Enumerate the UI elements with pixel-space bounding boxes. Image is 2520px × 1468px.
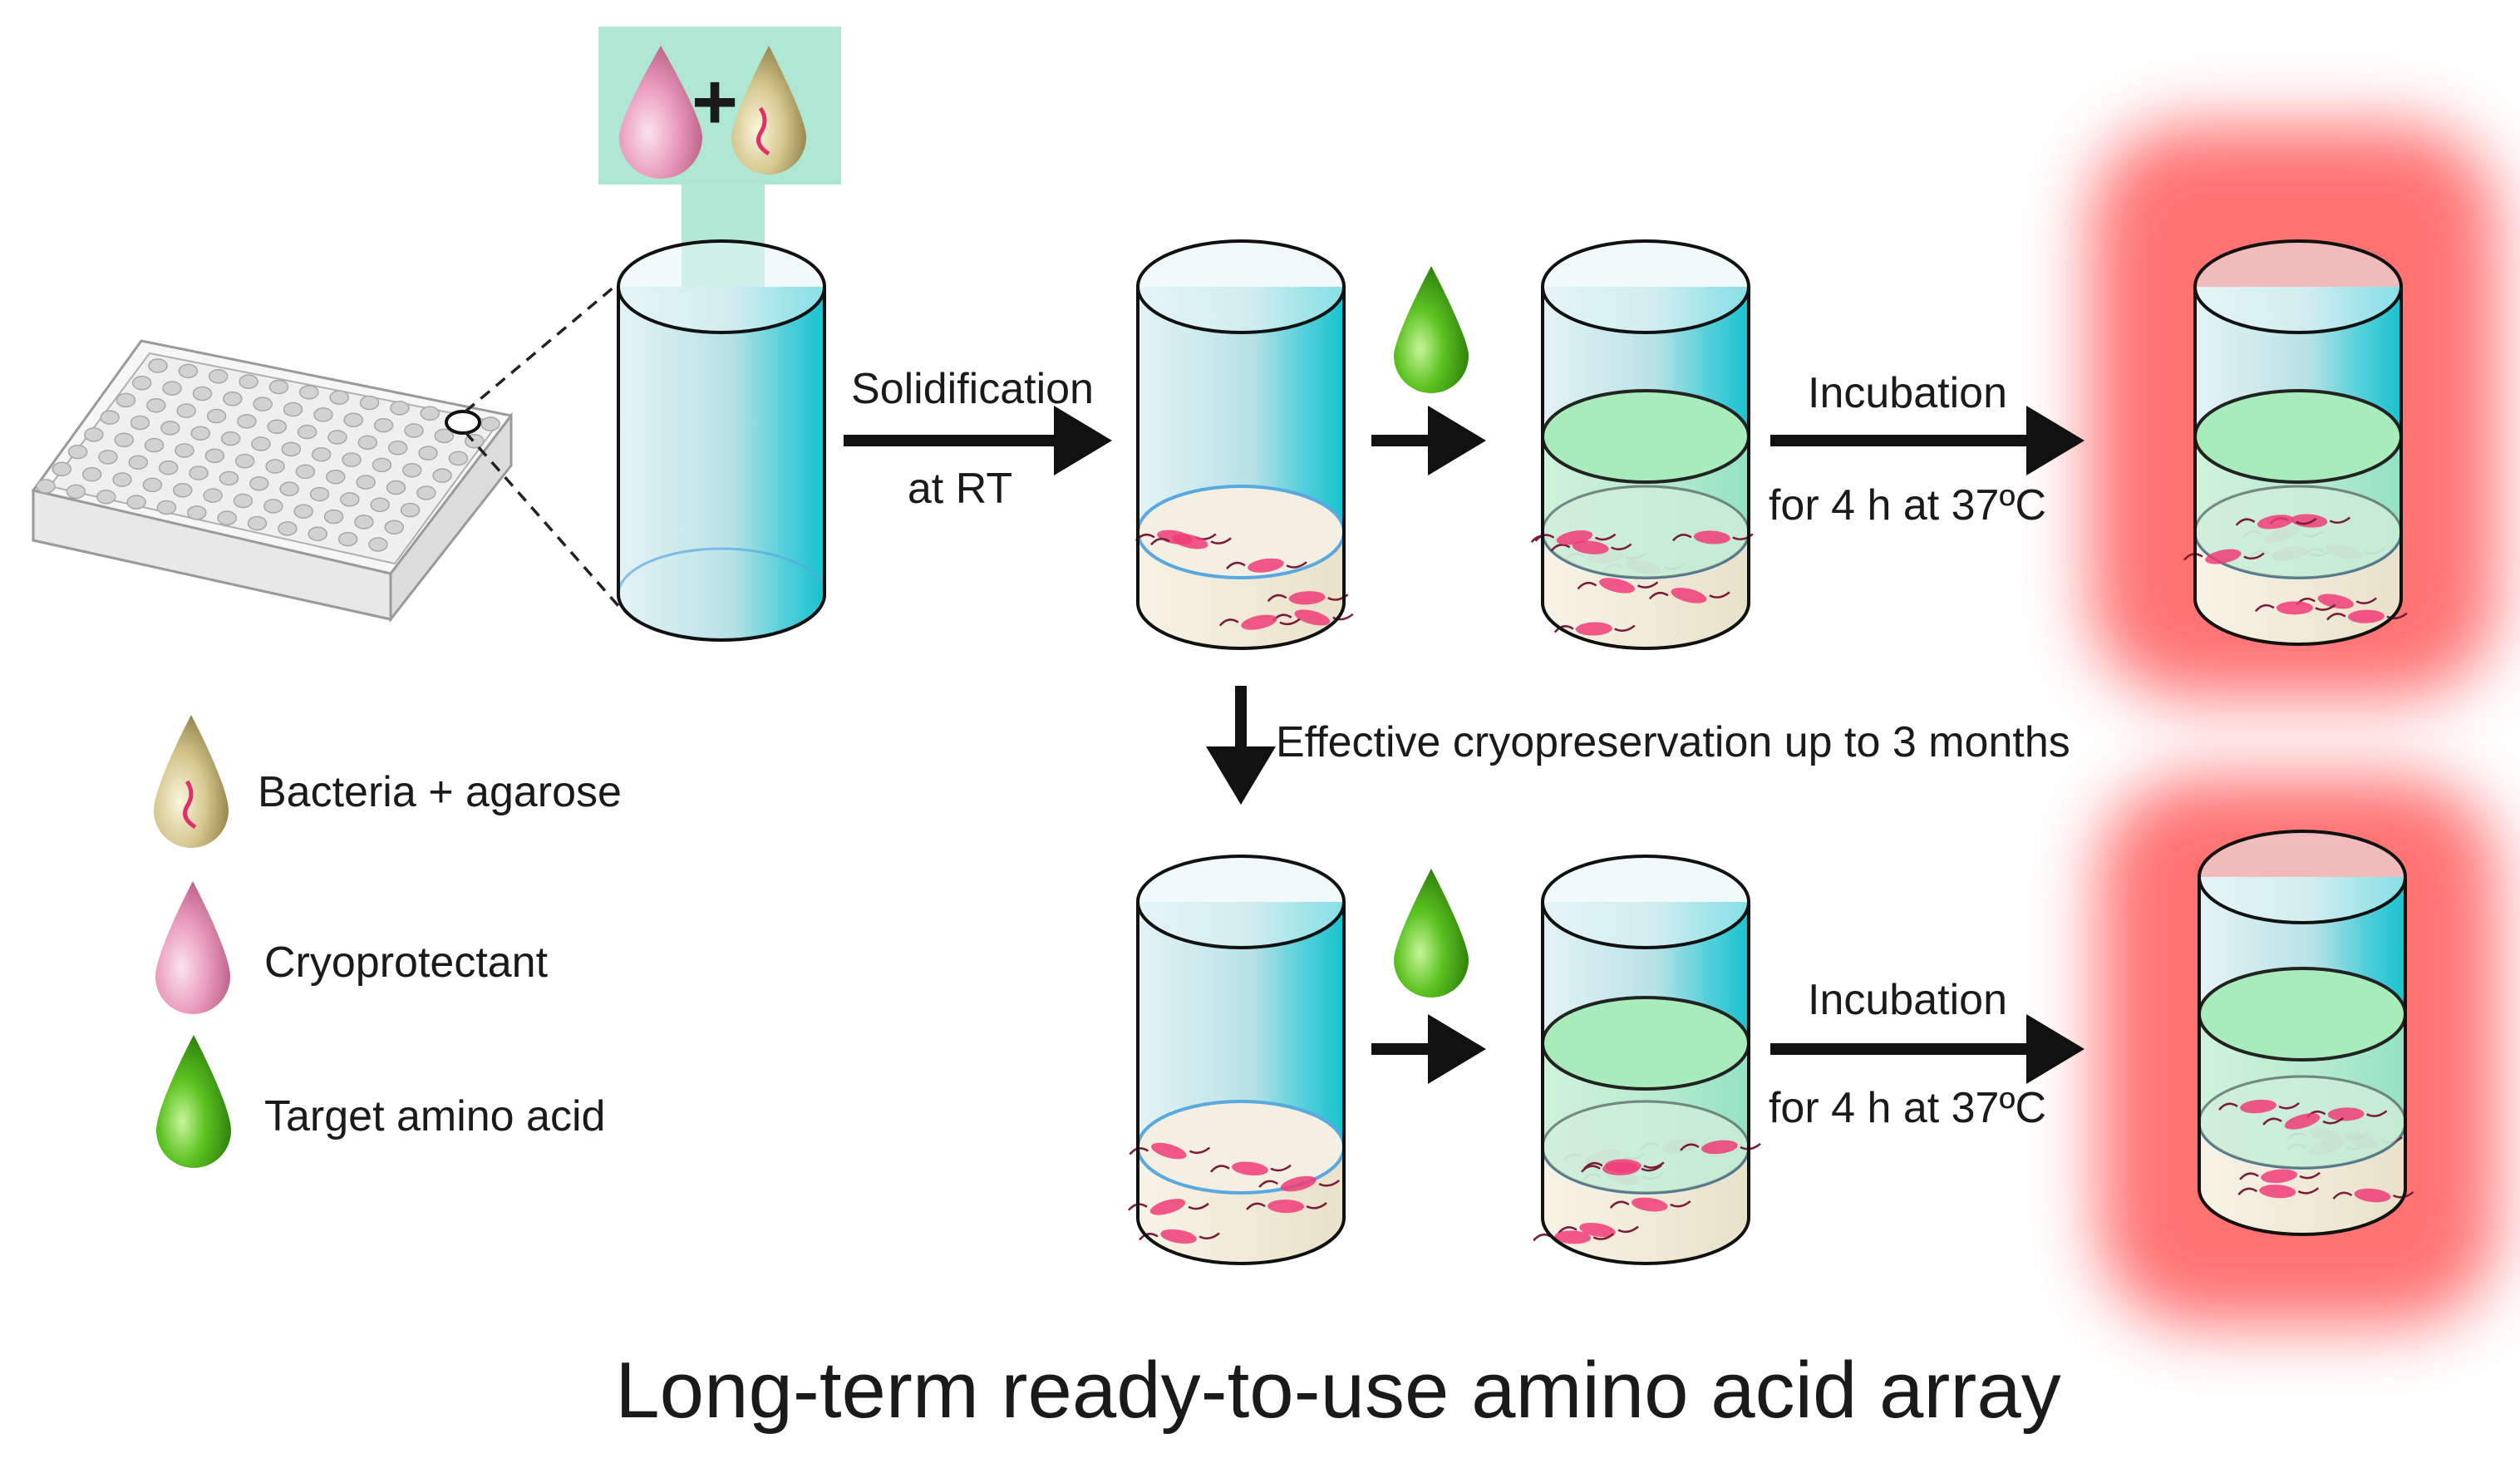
cryoprotectant-drop-icon <box>155 881 230 1014</box>
bacterium <box>1139 1229 1220 1244</box>
solidification-label: Solidification <box>851 365 1094 413</box>
bacterium <box>1558 1222 1639 1238</box>
bacterium <box>2218 1099 2300 1114</box>
bacterium <box>1210 1161 1292 1176</box>
bacterium <box>2262 1113 2344 1130</box>
tube-cryo-amino-acid-added <box>1533 855 1761 1265</box>
tube-incubated-top <box>2183 239 2408 646</box>
bacterium <box>1226 558 1307 573</box>
tube-amino-acid-added <box>1530 239 1754 650</box>
at-rt-label: at RT <box>908 465 1012 513</box>
bacterium <box>2239 1169 2321 1184</box>
bacterium <box>2326 609 2408 623</box>
bacterium <box>1258 1175 1340 1192</box>
zoom-lines <box>464 281 621 608</box>
bacteria-agarose-drop-icon <box>731 46 806 175</box>
tube-incubated-bottom <box>2198 830 2414 1236</box>
bacterium <box>2183 549 2265 564</box>
bacterium <box>2306 1107 2388 1121</box>
legend-label-bacteria-agarose: Bacteria + agarose <box>258 768 622 816</box>
bacterium <box>1553 622 1636 636</box>
amino-acid-drop-icon <box>156 1035 231 1168</box>
well-plate <box>32 339 513 623</box>
incubation-bottom-label: Incubation <box>1808 976 2007 1024</box>
bacterium <box>1577 578 1659 594</box>
bacterium <box>1246 1200 1327 1214</box>
bacterium <box>1648 588 1730 603</box>
cryopreservation-label: Effective cryopreservation up to 3 month… <box>1276 718 2070 766</box>
bacterium <box>2254 601 2336 615</box>
cryoprotectant-drop-icon <box>619 46 702 179</box>
tube-empty <box>617 239 826 642</box>
highlighted-well <box>445 410 481 435</box>
legend-label-cryoprotectant: Cryoprotectant <box>264 938 549 987</box>
bacterium <box>1581 1161 1662 1175</box>
legend: Bacteria + agarose Cryoprotectant Target… <box>154 715 622 1168</box>
bacterium <box>2237 1185 2320 1199</box>
amino-acid-drop-icon <box>1394 869 1469 998</box>
tube-solidified <box>1134 239 1354 650</box>
plus-sign: + <box>692 57 738 146</box>
tube-cryopreserved <box>1128 855 1346 1265</box>
bacterium <box>1671 530 1754 544</box>
diagram-title: Long-term ready-to-use amino acid array <box>615 1346 2060 1435</box>
bacterium <box>1534 530 1617 545</box>
bacterium <box>1609 1197 1691 1212</box>
amino-acid-drop-icon <box>1394 266 1469 393</box>
bacteria-agarose-drop-icon <box>154 715 229 848</box>
bacterium <box>2235 515 2317 530</box>
bacterium <box>1267 591 1349 605</box>
conditions-top-label: for 4 h at 37ºC <box>1769 481 2046 530</box>
bacterium <box>1679 1140 1761 1155</box>
conditions-bottom-label: for 4 h at 37ºC <box>1769 1084 2046 1132</box>
legend-label-target-amino-acid: Target amino acid <box>264 1092 605 1140</box>
bacterium <box>1150 534 1232 549</box>
bacterium <box>1218 614 1301 630</box>
bacterium <box>1550 540 1632 554</box>
incubation-top-label: Incubation <box>1808 369 2007 417</box>
